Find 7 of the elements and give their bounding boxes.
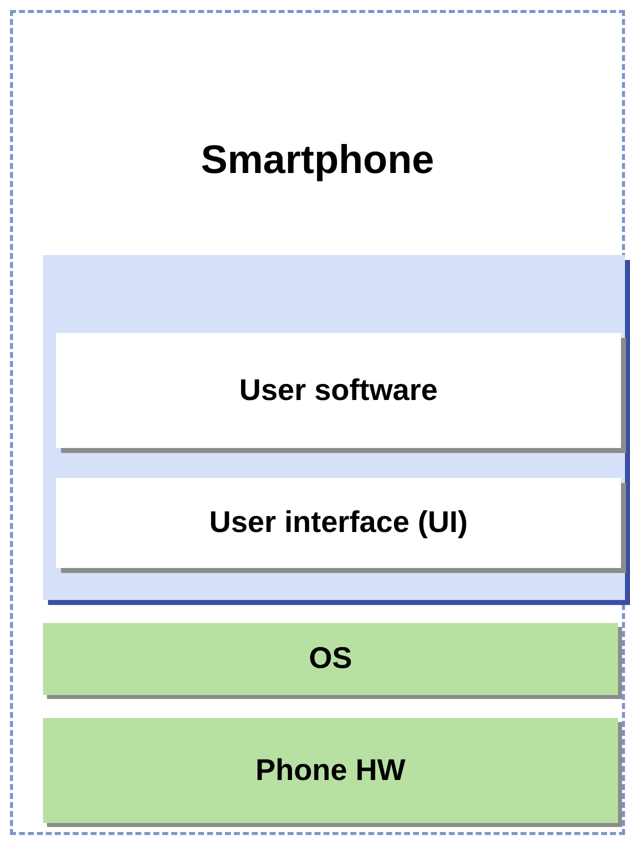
container-box <box>10 10 625 835</box>
layer-box: User software <box>56 333 621 448</box>
layer-panel <box>43 255 625 600</box>
container-title: Smartphone <box>200 138 436 183</box>
layer-box: OS <box>43 623 618 695</box>
layer-box: User interface (UI) <box>56 478 621 568</box>
layer-box: Phone HW <box>43 718 618 823</box>
